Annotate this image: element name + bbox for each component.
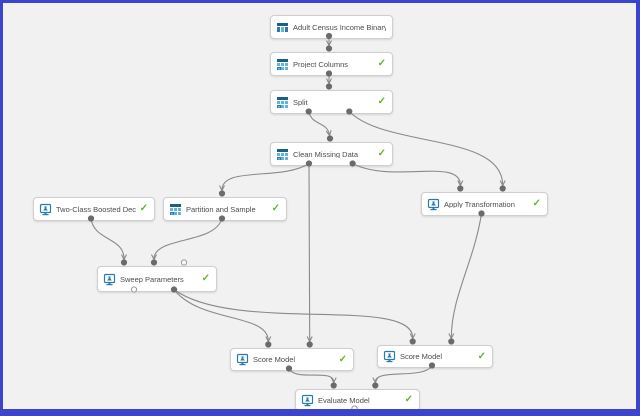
edge-apply-transformation-to-score-model-right [448, 213, 483, 340]
node-apply-transformation[interactable]: Apply Transformation ✓ [421, 192, 548, 216]
node-two-class-boosted-decision-tree[interactable]: Two-Class Boosted Decision T...✓ [33, 197, 155, 221]
status-check-icon: ✓ [377, 58, 386, 69]
model-icon [236, 353, 249, 366]
port-sweep-parameters-in-3[interactable] [180, 259, 188, 266]
node-project-columns[interactable]: Project Columns ✓ [270, 52, 393, 76]
node-label: Score Model [400, 352, 443, 361]
edge-two-class-boosted-decision-tree-to-sweep-parameters [90, 218, 127, 261]
node-label: Partition and Sample [186, 204, 256, 214]
port-apply-transformation-in-1[interactable] [457, 185, 464, 192]
status-check-icon: ✓ [139, 203, 148, 214]
model-icon [301, 394, 314, 407]
port-score-model-left-in-2[interactable] [306, 341, 313, 348]
node-label: Score Model [253, 355, 296, 364]
node-score-model-right[interactable]: Score Model ✓ [377, 345, 493, 368]
model-icon [383, 350, 396, 363]
node-label: Project Columns [293, 59, 349, 69]
port-evaluate-model-in-2[interactable] [372, 382, 379, 389]
model-icon [427, 198, 440, 211]
port-clean-missing-data-in[interactable] [326, 135, 334, 142]
status-check-icon: ✓ [271, 203, 280, 214]
status-check-icon: ✓ [477, 350, 486, 362]
edge-sweep-parameters-to-score-model-left [173, 289, 272, 343]
status-check-icon: ✓ [201, 273, 210, 284]
table-icon [276, 148, 289, 161]
status-check-icon: ✓ [532, 198, 541, 209]
table-icon [169, 203, 182, 216]
node-label: Evaluate Model [318, 395, 370, 405]
status-check-icon: ✓ [377, 148, 386, 159]
port-evaluate-model-in-1[interactable] [330, 382, 337, 389]
node-evaluate-model[interactable]: Evaluate Model ✓ [295, 389, 420, 409]
port-score-model-right-in-2[interactable] [448, 338, 455, 345]
node-label: Two-Class Boosted Decision T... [56, 204, 136, 214]
table-icon [276, 96, 289, 109]
edge-clean-missing-data-to-score-model-left [306, 163, 313, 343]
port-sweep-parameters-in-1[interactable] [120, 259, 128, 266]
edge-clean-missing-data-to-apply-transformation [352, 163, 464, 187]
node-label: Apply Transformation [444, 199, 515, 209]
port-score-model-left-in-1[interactable] [265, 341, 272, 348]
port-score-model-right-in-1[interactable] [409, 338, 416, 345]
model-icon [39, 203, 52, 216]
node-score-model-left[interactable]: Score Model ✓ [230, 348, 354, 371]
port-split-in[interactable] [325, 83, 333, 90]
node-partition-and-sample[interactable]: Partition and Sample ✓ [163, 197, 287, 221]
table-icon [276, 58, 289, 71]
edge-sweep-parameters-to-score-model-right [173, 289, 416, 340]
model-icon [103, 273, 116, 286]
edge-split-to-clean-missing-data [308, 111, 332, 137]
node-sweep-parameters[interactable]: Sweep Parameters ✓ [97, 266, 217, 292]
edge-clean-missing-data-to-partition-and-sample [219, 163, 310, 192]
edge-partition-and-sample-to-sweep-parameters [151, 218, 223, 261]
port-sweep-parameters-in-2[interactable] [150, 259, 158, 266]
port-project-columns-in[interactable] [325, 45, 333, 52]
status-check-icon: ✓ [377, 96, 386, 107]
node-clean-missing-data[interactable]: Clean Missing Data ✓ [270, 142, 393, 166]
node-label: Clean Missing Data [293, 149, 359, 159]
status-check-icon: ✓ [404, 394, 413, 405]
dataset-icon [276, 21, 289, 34]
node-adult-census-income-dataset[interactable]: Adult Census Income Binary C... [270, 15, 393, 39]
node-split[interactable]: Split ✓ [270, 90, 393, 114]
node-label: Adult Census Income Binary C... [293, 22, 386, 32]
node-label: Sweep Parameters [120, 274, 184, 284]
status-check-icon: ✓ [338, 353, 347, 365]
port-apply-transformation-in-2[interactable] [499, 185, 506, 192]
port-partition-and-sample-in[interactable] [218, 190, 226, 197]
node-label: Split [293, 97, 308, 107]
